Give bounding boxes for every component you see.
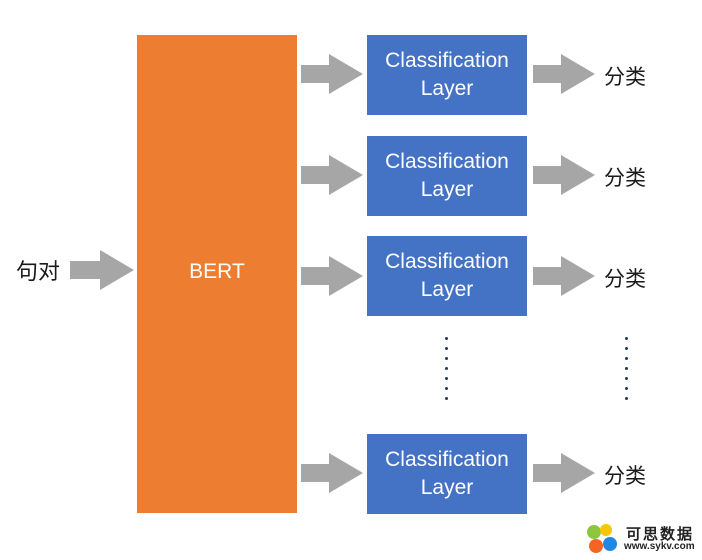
watermark-logo-icon bbox=[587, 524, 617, 553]
input-arrow-icon bbox=[70, 250, 134, 290]
output-label: 分类 bbox=[604, 267, 646, 291]
bert-to-classifier-arrow-icon bbox=[301, 54, 363, 94]
watermark-logo: 可思数据 www.sykv.com bbox=[584, 522, 700, 556]
output-label: 分类 bbox=[604, 65, 646, 89]
classification-layer-label: Classification Layer bbox=[385, 49, 509, 100]
bert-to-classifier-arrow-icon bbox=[301, 453, 363, 493]
classifier-to-output-arrow-icon bbox=[533, 54, 595, 94]
watermark-url: www.sykv.com bbox=[624, 541, 695, 552]
classification-layer-label: Classification Layer bbox=[385, 448, 509, 499]
watermark-title: 可思数据 bbox=[626, 525, 695, 543]
classifier-to-output-arrow-icon bbox=[533, 256, 595, 296]
ellipsis-dots-outputs bbox=[625, 337, 629, 407]
ellipsis-dots-classifiers bbox=[445, 337, 449, 407]
bert-to-classifier-arrow-icon bbox=[301, 155, 363, 195]
classification-layer-label: Classification Layer bbox=[385, 150, 509, 201]
classification-layer-box: Classification Layer bbox=[367, 136, 527, 216]
classification-layer-box: Classification Layer bbox=[367, 434, 527, 514]
input-label: 句对 bbox=[16, 260, 61, 285]
classifier-to-output-arrow-icon bbox=[533, 155, 595, 195]
bert-to-classifier-arrow-icon bbox=[301, 256, 363, 296]
classification-layer-label: Classification Layer bbox=[385, 250, 509, 301]
output-label: 分类 bbox=[604, 464, 646, 488]
classification-layer-box: Classification Layer bbox=[367, 35, 527, 115]
bert-block: BERT bbox=[137, 35, 297, 513]
classification-layer-box: Classification Layer bbox=[367, 236, 527, 316]
output-label: 分类 bbox=[604, 166, 646, 190]
classifier-to-output-arrow-icon bbox=[533, 453, 595, 493]
bert-label: BERT bbox=[189, 260, 245, 283]
